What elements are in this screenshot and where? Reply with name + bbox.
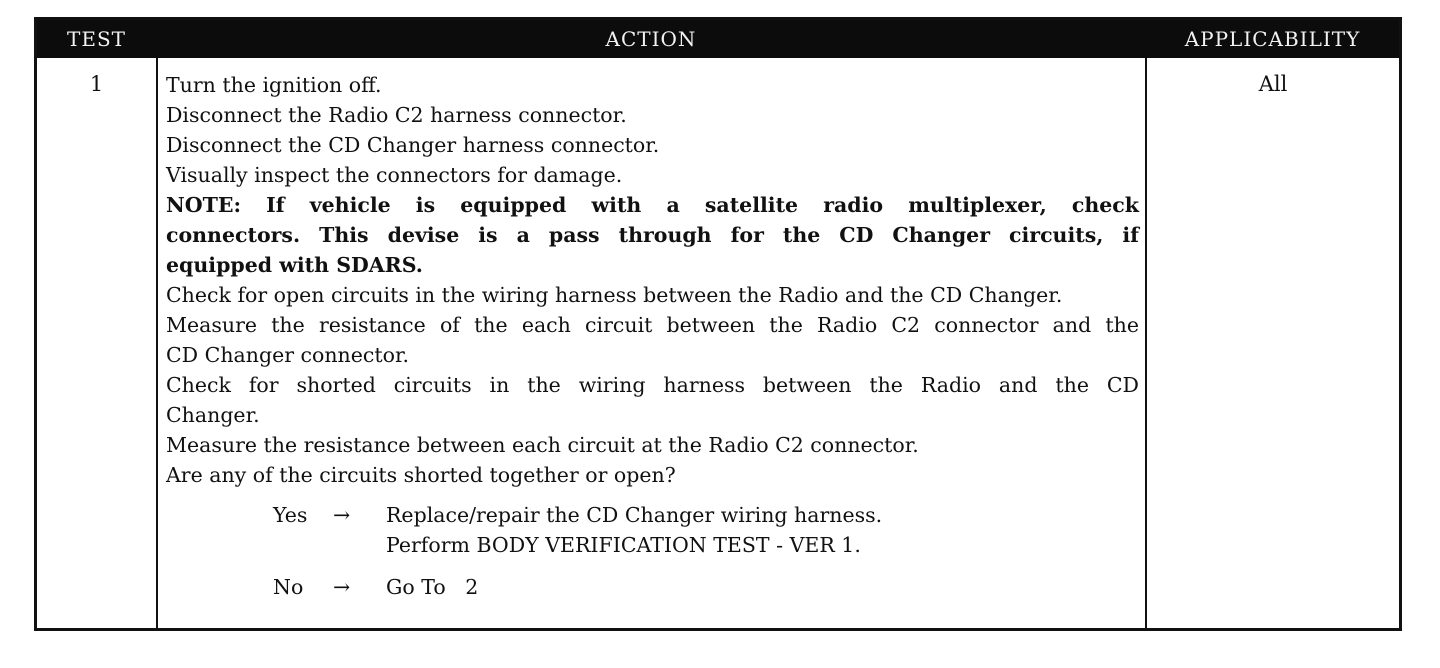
header-action: ACTION bbox=[605, 27, 697, 51]
action-step: Check for shorted circuits in the wiring… bbox=[166, 373, 1139, 397]
results-block: Yes → Replace/repair the CD Changer wiri… bbox=[166, 500, 1139, 602]
result-yes-continued: Perform BODY VERIFICATION TEST - VER 1. bbox=[166, 530, 1139, 560]
action-step: Measure the resistance of the each circu… bbox=[166, 313, 1139, 337]
action-step: Disconnect the Radio C2 harness connecto… bbox=[166, 103, 627, 127]
result-no-label: No bbox=[273, 575, 304, 599]
header-test: TEST bbox=[67, 27, 126, 51]
action-step: Are any of the circuits shorted together… bbox=[166, 463, 676, 487]
action-step: Turn the ignition off. bbox=[166, 73, 382, 97]
column-divider bbox=[156, 58, 158, 628]
note-line: NOTE: If vehicle is equipped with a sate… bbox=[166, 193, 1139, 217]
action-step: Changer. bbox=[166, 403, 260, 427]
action-step: Measure the resistance between each circ… bbox=[166, 433, 919, 457]
result-yes-text: Perform BODY VERIFICATION TEST - VER 1. bbox=[386, 533, 861, 557]
note-line: equipped with SDARS. bbox=[166, 253, 423, 277]
action-step: CD Changer connector. bbox=[166, 343, 410, 367]
result-yes-label: Yes bbox=[273, 503, 308, 527]
note-line: connectors. This devise is a pass throug… bbox=[166, 223, 1139, 247]
result-no: No → Go To 2 bbox=[166, 572, 1139, 602]
result-yes-text: Replace/repair the CD Changer wiring har… bbox=[386, 503, 883, 527]
result-no-text: Go To 2 bbox=[386, 575, 479, 599]
test-number: 1 bbox=[89, 72, 104, 96]
header-applicability: APPLICABILITY bbox=[1184, 27, 1361, 51]
right-arrow-icon: → bbox=[333, 503, 351, 527]
action-step: Disconnect the CD Changer harness connec… bbox=[166, 133, 660, 157]
action-cell: Turn the ignition off. Disconnect the Ra… bbox=[166, 70, 1139, 602]
applicability-value: All bbox=[1258, 72, 1288, 96]
action-step: Check for open circuits in the wiring ha… bbox=[166, 283, 1063, 307]
table-header: TEST ACTION APPLICABILITY bbox=[37, 20, 1399, 58]
right-arrow-icon: → bbox=[333, 575, 351, 599]
result-yes: Yes → Replace/repair the CD Changer wiri… bbox=[166, 500, 1139, 530]
column-divider bbox=[1145, 58, 1147, 628]
action-step: Visually inspect the connectors for dama… bbox=[166, 163, 623, 187]
diagnostic-test-table: TEST ACTION APPLICABILITY 1 Turn the ign… bbox=[34, 17, 1402, 631]
